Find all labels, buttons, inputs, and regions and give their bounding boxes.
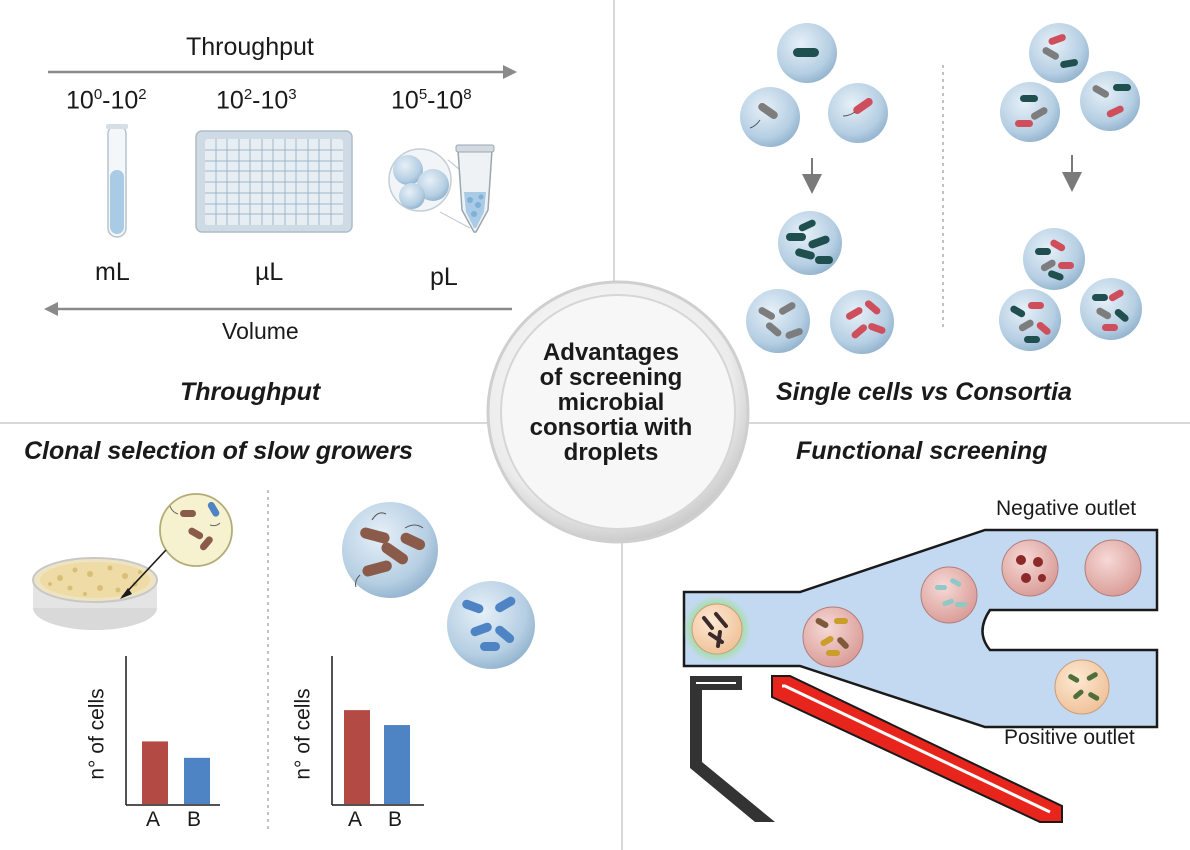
right-bar-chart [344, 710, 410, 804]
single-vs-consortia-title: Single cells vs Consortia [776, 378, 1072, 406]
electrode-black [690, 676, 775, 822]
droplet-mixed [802, 606, 864, 668]
positive-outlet-label: Positive outlet [1004, 726, 1135, 749]
right-chart-xlabel-b: B [388, 808, 403, 831]
functional-section-title: Functional screening [796, 437, 1048, 465]
center-title-line: microbial [557, 389, 665, 416]
zoom-bubble-icon [120, 493, 233, 599]
center-title-line: Advantages [542, 339, 680, 366]
consortia-droplets-initial [1000, 23, 1140, 142]
petri-dish-icon [32, 557, 158, 630]
bar-A [142, 741, 168, 804]
droplet-fluorescent [683, 595, 751, 663]
volume-arrow [44, 302, 512, 316]
center-title-line: of screening [539, 364, 683, 391]
unit-pl: pL [430, 263, 458, 291]
center-title: Advantages of screening microbial consor… [505, 340, 717, 465]
scale-range-pl: 105-108 [391, 86, 472, 115]
throughput-arrow-label: Throughput [186, 33, 314, 61]
right-chart-xlabel-a: A [348, 808, 363, 831]
microplate-icon [195, 130, 353, 233]
left-bar-chart [142, 741, 210, 804]
throughput-arrow [48, 65, 517, 79]
scale-range-ul: 102-103 [216, 86, 297, 115]
bar-B [184, 757, 210, 804]
single-cell-droplets-grown [746, 211, 894, 354]
slow-grower-droplet-brown [342, 502, 438, 598]
left-chart-ylabel: n° of cells [85, 688, 109, 780]
droplet-tube-icon [388, 144, 495, 233]
droplet-negative-empty [1084, 539, 1142, 597]
right-bar-chart-axes [331, 656, 424, 806]
droplet-positive [1054, 659, 1110, 715]
negative-outlet-label: Negative outlet [996, 497, 1137, 520]
right-chart-ylabel: n° of cells [291, 688, 315, 780]
bar-A [344, 710, 370, 804]
slow-grower-droplet-blue [447, 581, 535, 669]
left-chart-xlabel-a: A [146, 808, 161, 831]
single-cell-droplets-initial [740, 23, 888, 147]
test-tube-icon [106, 124, 128, 238]
throughput-section-title: Throughput [180, 378, 321, 406]
center-title-line: droplets [563, 439, 659, 466]
left-chart-xlabel-b: B [187, 808, 202, 831]
unit-ml: mL [95, 258, 130, 286]
center-title-line: consortia with [529, 414, 693, 441]
bar-B [384, 725, 410, 804]
electrode-red [771, 675, 1063, 823]
left-bar-chart-axes [125, 656, 220, 806]
center-badge [486, 280, 750, 544]
unit-ul: µL [255, 258, 284, 286]
clonal-section-title: Clonal selection of slow growers [24, 437, 413, 465]
scale-range-ml: 100-102 [66, 86, 147, 115]
droplet-negative-1 [920, 566, 978, 624]
consortia-droplets-grown [999, 228, 1142, 351]
droplet-negative-2 [1001, 539, 1059, 597]
volume-arrow-label: Volume [222, 318, 299, 344]
